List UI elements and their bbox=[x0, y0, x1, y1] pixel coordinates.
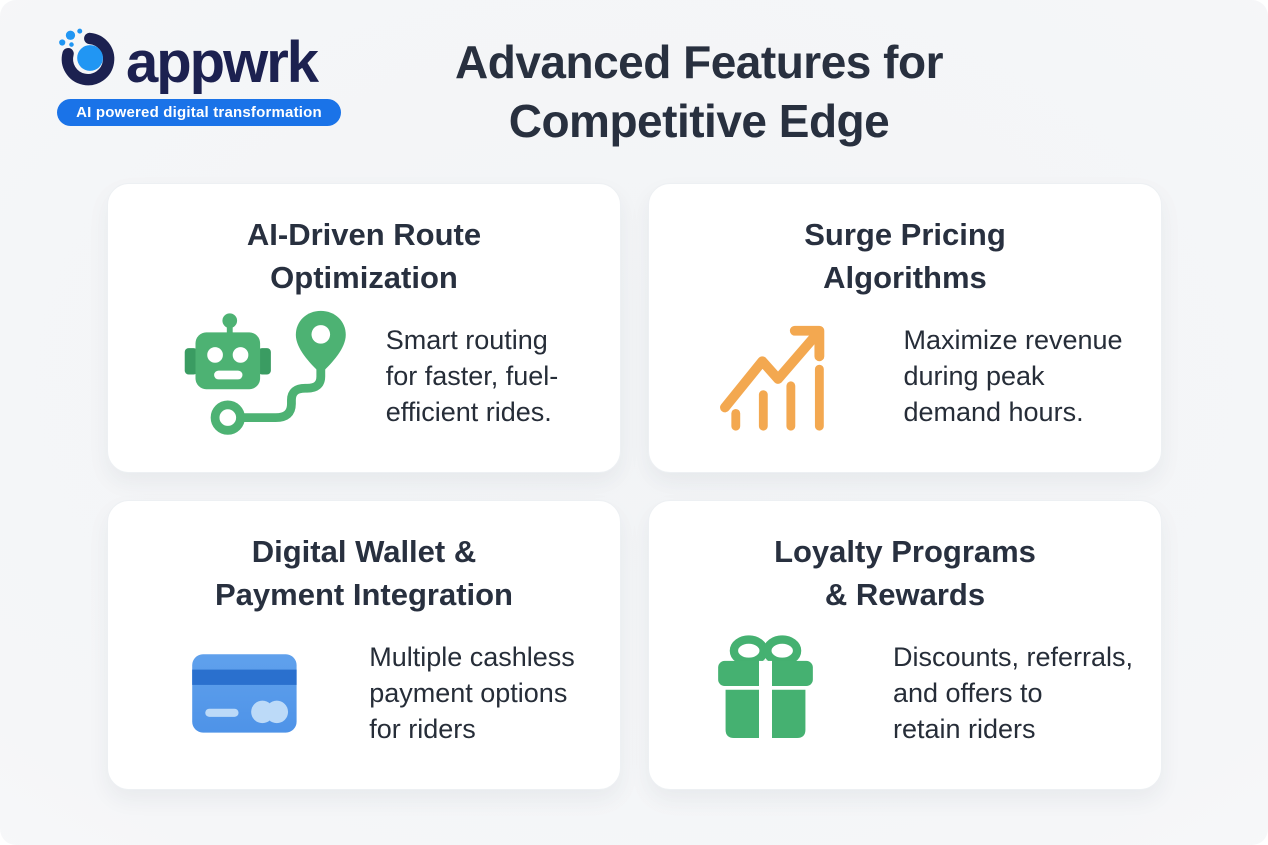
card-description-line: Discounts, referrals, bbox=[892, 641, 1134, 672]
feature-grid: AI-Driven Route Optimization bbox=[107, 183, 1162, 790]
card-description-line: Multiple cashless bbox=[369, 641, 575, 672]
gift-icon bbox=[677, 632, 867, 753]
card-description-line: and offers to bbox=[892, 677, 1043, 708]
card-description-line: Smart routing bbox=[385, 324, 548, 355]
card-title-line: Digital Wallet & bbox=[251, 534, 477, 569]
card-description: Discounts, referrals, and offers to reta… bbox=[893, 639, 1133, 747]
card-title: Digital Wallet & Payment Integration bbox=[215, 531, 513, 617]
card-ai-route-optimization: AI-Driven Route Optimization bbox=[107, 183, 621, 473]
page-title-line: Advanced Features for bbox=[455, 36, 943, 88]
page-title-line: Competitive Edge bbox=[508, 94, 890, 147]
brand-logo: appwrk AI powered digital transformation bbox=[55, 26, 341, 126]
credit-card-icon bbox=[153, 643, 343, 743]
card-title-line: Optimization bbox=[270, 259, 458, 295]
card-description-line: demand hours. bbox=[903, 396, 1084, 427]
appwrk-logo-icon bbox=[55, 26, 121, 92]
card-title-line: AI-Driven Route bbox=[246, 217, 482, 252]
robot-route-icon bbox=[170, 302, 360, 449]
card-description-line: payment options bbox=[369, 677, 568, 708]
card-title: Surge Pricing Algorithms bbox=[804, 214, 1006, 300]
tagline-badge: AI powered digital transformation bbox=[57, 99, 341, 126]
page-title: Advanced Features for Competitive Edge bbox=[384, 33, 1014, 151]
growth-chart-icon bbox=[687, 317, 877, 435]
card-description: Smart routing for faster, fuel- efficien… bbox=[386, 322, 559, 430]
card-title: AI-Driven Route Optimization bbox=[247, 214, 481, 300]
card-surge-pricing: Surge Pricing Algorithms bbox=[648, 183, 1162, 473]
card-title-line: Algorithms bbox=[823, 259, 987, 295]
card-description: Multiple cashless payment options for ri… bbox=[369, 639, 575, 747]
card-title-line: Surge Pricing bbox=[804, 217, 1006, 252]
card-loyalty-programs: Loyalty Programs & Rewards bbox=[648, 500, 1162, 790]
card-description: Maximize revenue during peak demand hour… bbox=[903, 322, 1122, 430]
card-digital-wallet: Digital Wallet & Payment Integration bbox=[107, 500, 621, 790]
card-title: Loyalty Programs & Rewards bbox=[774, 531, 1036, 617]
card-description-line: efficient rides. bbox=[385, 396, 552, 427]
card-title-line: Payment Integration bbox=[215, 576, 513, 612]
card-description-line: retain riders bbox=[892, 713, 1036, 744]
card-description-line: for faster, fuel- bbox=[385, 360, 559, 391]
card-title-line: & Rewards bbox=[824, 576, 986, 612]
card-description-line: Maximize revenue bbox=[903, 324, 1123, 355]
card-description-line: during peak bbox=[903, 360, 1045, 391]
brand-name: appwrk bbox=[126, 30, 319, 95]
card-title-line: Loyalty Programs bbox=[774, 534, 1036, 569]
card-description-line: for riders bbox=[369, 713, 476, 744]
